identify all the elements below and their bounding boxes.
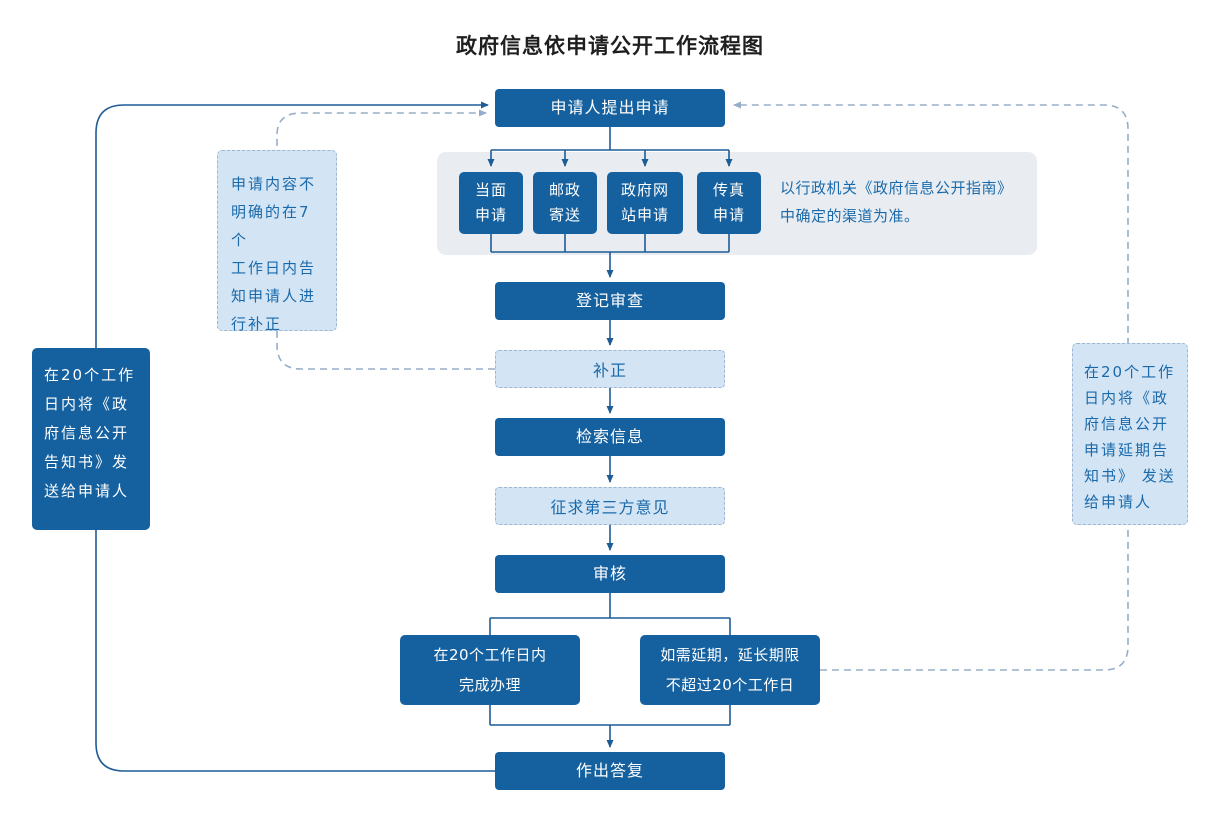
node-channel-postal: 邮政 寄送 — [533, 172, 597, 234]
note-supplement-left: 申请内容不 明确的在7个 工作日内告 知申请人进 行补正 — [217, 150, 337, 333]
page-title: 政府信息依申请公开工作流程图 — [456, 34, 764, 58]
node-register-review: 登记审查 — [495, 282, 725, 320]
node-channel-website: 政府网 站申请 — [607, 172, 683, 234]
node-apply: 申请人提出申请 — [495, 89, 725, 127]
node-review: 审核 — [495, 555, 725, 593]
channel-note: 以行政机关《政府信息公开指南》 中确定的渠道为准。 — [780, 179, 1013, 225]
note-delay-right: 在20个工作 日内将《政 府信息公开 申请延期告 知书》 发送 给申请人 — [1072, 343, 1188, 525]
node-channel-fax: 传真 申请 — [697, 172, 761, 234]
notice-box-left: 在20个工作 日内将《政 府信息公开 告知书》发 送给申请人 — [32, 348, 150, 530]
node-third-party-opinion: 征求第三方意见 — [495, 487, 725, 525]
node-search-info: 检索信息 — [495, 418, 725, 456]
node-complete-within-20-days: 在20个工作日内 完成办理 — [400, 635, 580, 705]
node-extension: 如需延期，延长期限 不超过20个工作日 — [640, 635, 820, 705]
node-channel-in-person: 当面 申请 — [459, 172, 523, 234]
node-supplement: 补正 — [495, 350, 725, 388]
node-reply: 作出答复 — [495, 752, 725, 790]
